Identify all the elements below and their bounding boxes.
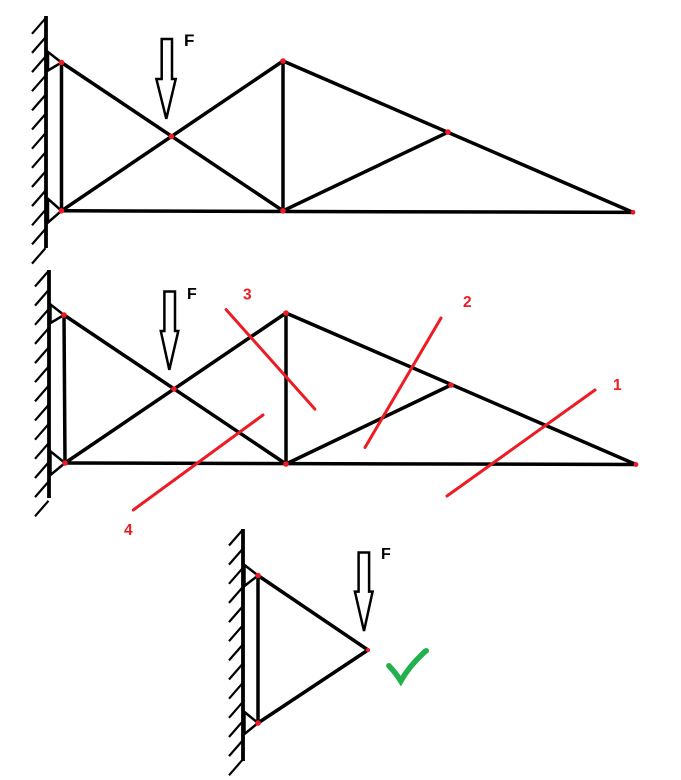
svg-text:2: 2 [463,294,472,311]
svg-text:F: F [187,286,197,303]
svg-text:F: F [381,546,391,563]
svg-text:F: F [184,31,194,50]
svg-text:1: 1 [613,377,622,394]
svg-text:3: 3 [243,287,252,304]
svg-text:4: 4 [124,522,133,539]
